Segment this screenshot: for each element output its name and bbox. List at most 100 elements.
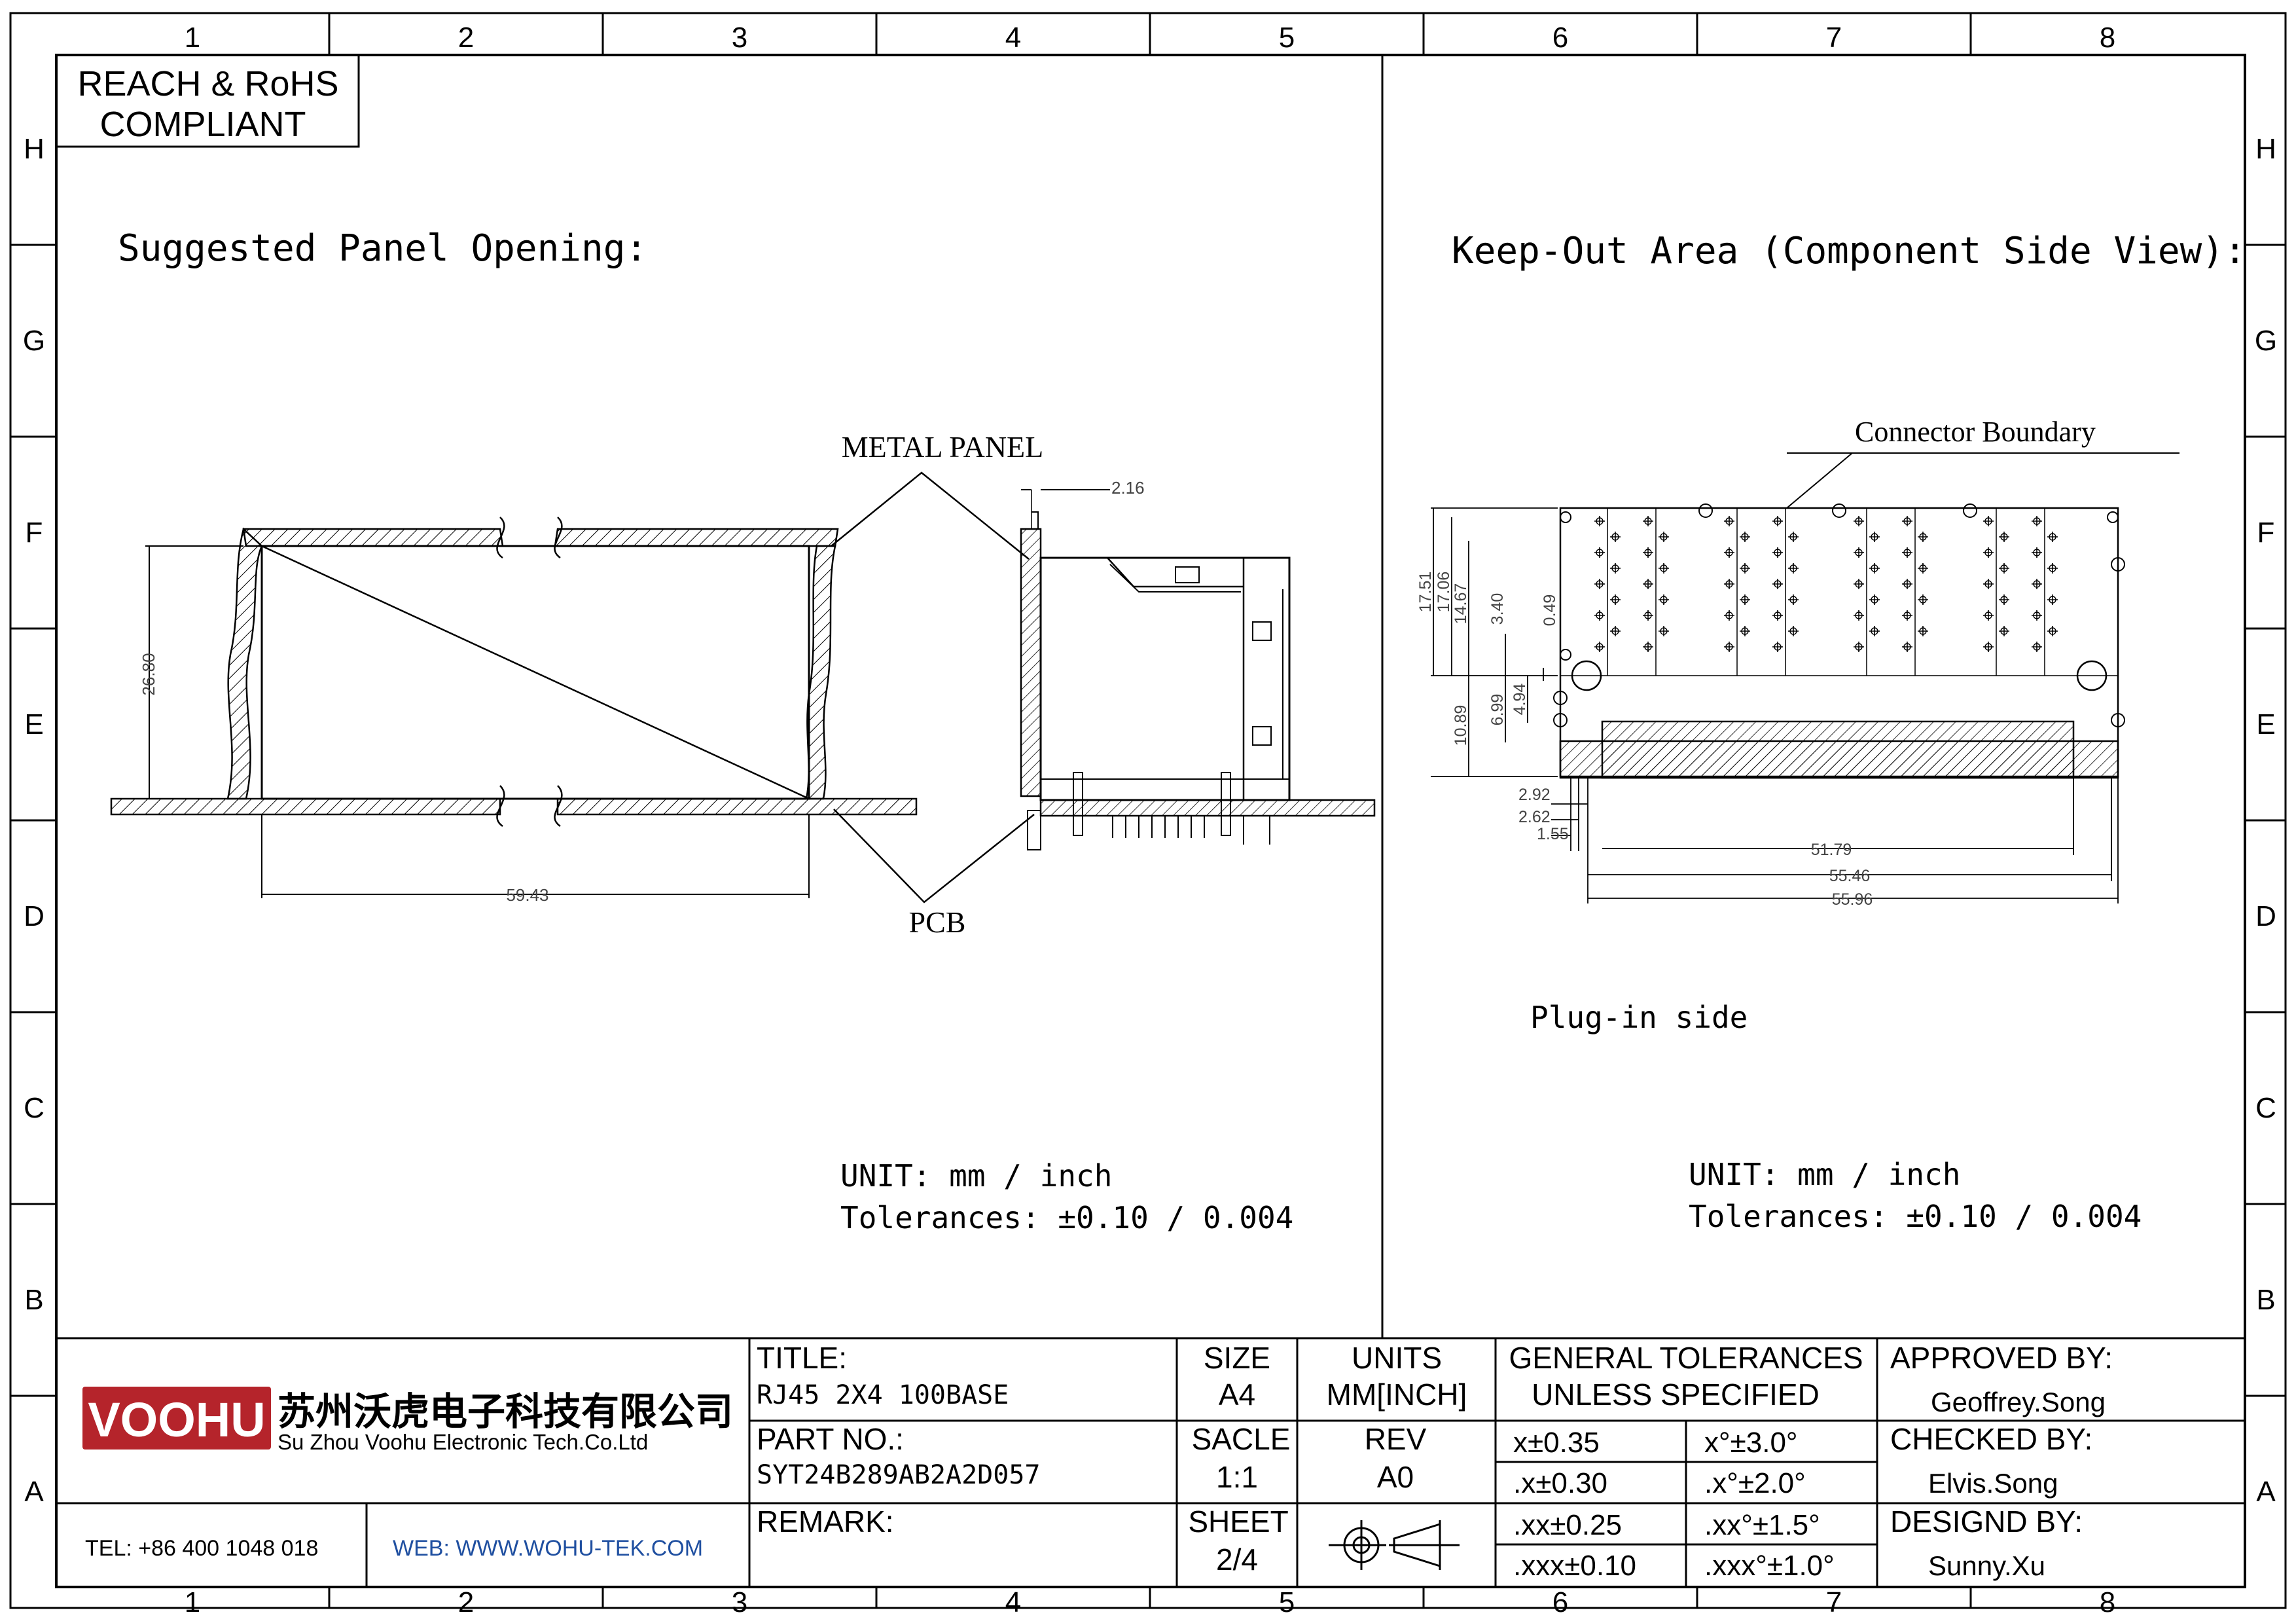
pin-hole xyxy=(1855,549,1863,556)
rev-label: REV xyxy=(1365,1422,1427,1456)
pin-hole xyxy=(1984,549,1992,556)
pin-hole xyxy=(1644,580,1652,588)
pin-hole xyxy=(1741,564,1749,572)
pin-hole xyxy=(1660,564,1668,572)
pin-hole xyxy=(2049,533,2056,541)
col-label-top: 1 xyxy=(185,22,200,54)
pin-hole xyxy=(1903,580,1911,588)
pin-hole xyxy=(2033,580,2041,588)
col-label-bottom: 2 xyxy=(458,1586,474,1618)
pin-hole xyxy=(1611,627,1619,635)
pin-hole xyxy=(2033,549,2041,556)
logo-text: VOOHU xyxy=(88,1393,265,1447)
general-tolerances-line2: UNLESS SPECIFIED xyxy=(1532,1377,1820,1412)
pin-hole xyxy=(1725,611,1733,619)
row-label-left: B xyxy=(24,1284,43,1316)
panel-opening-view: Suggested Panel Opening: 26.80 59.43 MET… xyxy=(110,227,1376,1235)
pin-hole xyxy=(1984,611,1992,619)
keepout-view: Keep-Out Area (Component Side View): Con… xyxy=(1416,230,2246,1234)
pin-hole xyxy=(1611,533,1619,541)
col-label-top: 3 xyxy=(732,22,747,54)
pin-hole xyxy=(1871,596,1878,604)
dim-thickness-label: 2.16 xyxy=(1111,478,1145,498)
size-label: SIZE xyxy=(1204,1341,1270,1375)
pin-hole xyxy=(2000,627,2008,635)
metal-panel-top-right xyxy=(554,528,839,547)
dim-l-3: 1.55 xyxy=(1537,825,1569,843)
pin-hole xyxy=(2000,533,2008,541)
units-value: MM[INCH] xyxy=(1327,1377,1467,1412)
rev-value: A0 xyxy=(1377,1460,1414,1494)
tol-linear-3: .xxx±0.10 xyxy=(1513,1550,1636,1582)
dim-v-8: 4.94 xyxy=(1511,684,1529,716)
pin-hole xyxy=(1596,643,1604,651)
dim-b-1: 51.79 xyxy=(1811,841,1852,859)
compliance-line-1: REACH & RoHS xyxy=(77,64,338,103)
pin-hole xyxy=(1741,627,1749,635)
pin-hole xyxy=(1644,643,1652,651)
sheet-frame xyxy=(9,12,2287,1609)
checked-value: Elvis.Song xyxy=(1928,1468,2058,1499)
pin-hole xyxy=(1789,627,1797,635)
metal-panel-left-wall xyxy=(226,527,263,800)
dim-v-6: 10.89 xyxy=(1452,705,1470,746)
title-label: TITLE: xyxy=(757,1341,847,1375)
dim-v-2: 17.06 xyxy=(1435,572,1453,613)
pin-hole xyxy=(1774,549,1782,556)
row-label-right: C xyxy=(2255,1092,2276,1124)
pin-hole xyxy=(1725,549,1733,556)
pin-hole xyxy=(1919,564,1927,572)
approved-label: APPROVED BY: xyxy=(1890,1341,2113,1375)
pin-hole xyxy=(2049,627,2056,635)
tol-angle-3: .xxx°±1.0° xyxy=(1704,1550,1835,1582)
sheet-label: SHEET xyxy=(1188,1504,1288,1539)
pin-hole xyxy=(1919,533,1927,541)
row-label-right: G xyxy=(2255,325,2277,357)
designed-value: Sunny.Xu xyxy=(1928,1550,2045,1581)
right-unit-line: UNIT: mm / inch xyxy=(1689,1157,1960,1192)
pin-hole xyxy=(1984,643,1992,651)
left-view-heading: Suggested Panel Opening: xyxy=(118,227,647,270)
col-label-bottom: 1 xyxy=(185,1586,200,1618)
pin-hole xyxy=(1596,580,1604,588)
title-block: VOOHU 苏州沃虎电子科技有限公司 Su Zhou Voohu Electro… xyxy=(56,1337,2245,1587)
zone-labels: 1 2 3 4 5 6 7 8 1 2 3 4 5 6 7 8 H G F E … xyxy=(23,22,2277,1618)
title-value: RJ45 2X4 100BASE xyxy=(757,1380,1009,1410)
tol-linear-1: .x±0.30 xyxy=(1513,1467,1607,1499)
sheet-value: 2/4 xyxy=(1216,1542,1258,1577)
col-label-bottom: 3 xyxy=(732,1586,747,1618)
plugin-side-label: Plug-in side xyxy=(1530,1000,1748,1035)
dim-v-5: 0.49 xyxy=(1541,594,1559,627)
pin-hole xyxy=(1789,596,1797,604)
right-tolerance-line: Tolerances: ±0.10 / 0.004 xyxy=(1689,1199,2142,1234)
scale-label: SACLE xyxy=(1192,1422,1291,1456)
pin-hole xyxy=(1774,611,1782,619)
col-label-top: 8 xyxy=(2100,22,2115,54)
row-label-right: D xyxy=(2255,900,2276,932)
compliance-line-2: COMPLIANT xyxy=(99,105,306,144)
pin-hole xyxy=(1741,533,1749,541)
tol-angle-1: .x°±2.0° xyxy=(1704,1467,1806,1499)
part-value: SYT24B289AB2A2D057 xyxy=(757,1460,1040,1490)
col-label-bottom: 6 xyxy=(1552,1586,1568,1618)
col-label-bottom: 4 xyxy=(1005,1586,1021,1618)
pin-hole xyxy=(2049,596,2056,604)
pin-hole xyxy=(2033,611,2041,619)
row-label-left: G xyxy=(23,325,45,357)
pin-hole xyxy=(1725,517,1733,525)
pin-hole xyxy=(1903,643,1911,651)
row-label-left: E xyxy=(24,708,43,740)
row-label-right: H xyxy=(2255,133,2276,165)
web-link: WEB: WWW.WOHU-TEK.COM xyxy=(393,1536,703,1561)
pin-hole xyxy=(2033,517,2041,525)
pin-hole xyxy=(1984,517,1992,525)
pin-hole xyxy=(1903,611,1911,619)
pin-hole xyxy=(1871,564,1878,572)
col-label-bottom: 7 xyxy=(1826,1586,1842,1618)
connector-boundary-label: Connector Boundary xyxy=(1855,416,2096,448)
col-label-top: 4 xyxy=(1005,22,1021,54)
company-name-cn: 苏州沃虎电子科技有限公司 xyxy=(278,1391,733,1433)
dim-v-4: 3.40 xyxy=(1488,593,1507,625)
part-label: PART NO.: xyxy=(757,1422,904,1456)
row-label-right: E xyxy=(2256,708,2275,740)
